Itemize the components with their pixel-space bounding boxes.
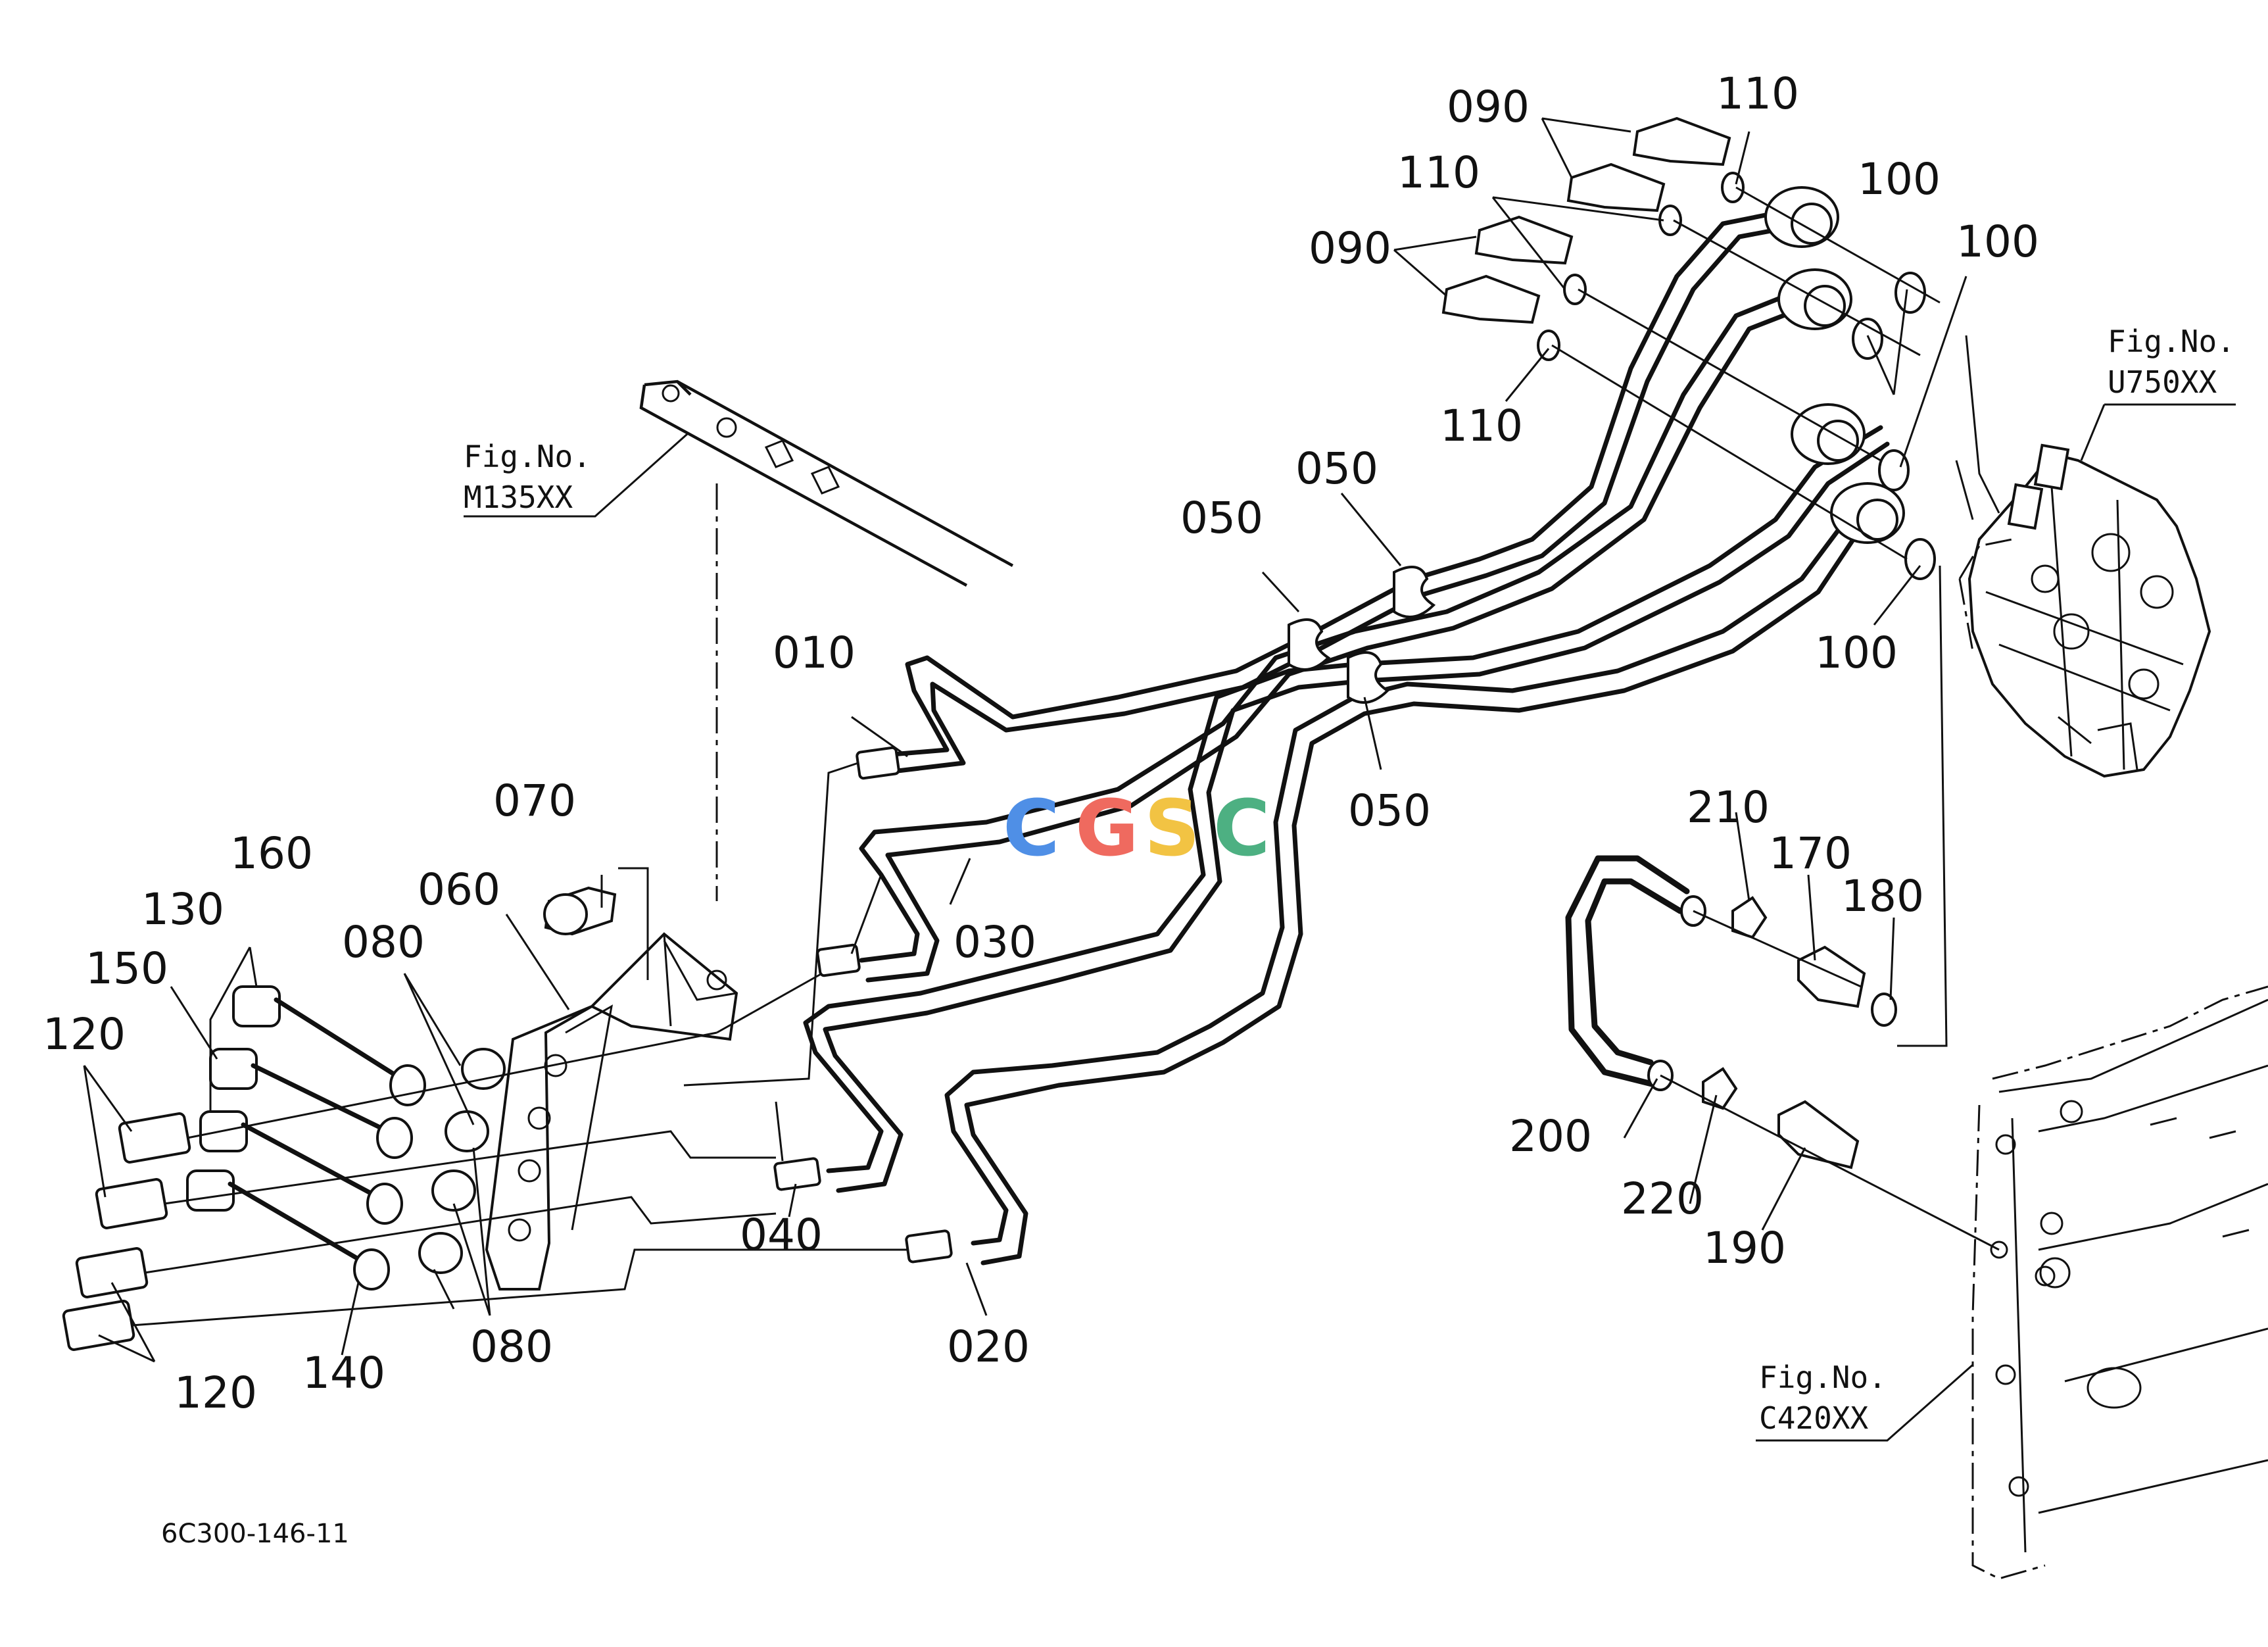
callout-100c: 100 (1815, 627, 1898, 678)
couplers-and-covers (62, 762, 907, 1351)
fig-ref-leaders (464, 403, 2236, 1442)
callout-080b: 080 (470, 1321, 553, 1372)
watermark: C G S C (1003, 783, 1270, 873)
figure-references: Fig.No. M135XX Fig.No. U750XX Fig.No. C4… (464, 324, 2235, 1436)
drain-hose (1565, 855, 2000, 1251)
callout-170: 170 (1769, 828, 1852, 879)
transmission-case (1971, 985, 2268, 1580)
banjo-bolts (1441, 116, 1731, 324)
bolt-070 (543, 867, 649, 980)
callout-120a: 120 (43, 1009, 126, 1060)
callout-140: 140 (302, 1348, 385, 1398)
fig-ref-title-c420: Fig.No. (1759, 1360, 1887, 1395)
callout-010: 010 (773, 627, 856, 678)
callout-110a: 110 (1716, 68, 1799, 119)
fig-ref-code-m135: M135XX (464, 479, 573, 515)
callout-050c: 050 (1348, 785, 1431, 836)
callout-210: 210 (1687, 782, 1770, 833)
callout-100a: 100 (1858, 154, 1941, 205)
watermark-letter-1: C (1003, 783, 1060, 873)
callout-100b: 100 (1956, 216, 2039, 267)
callout-110b: 110 (1397, 147, 1480, 198)
callout-110c: 110 (1440, 401, 1523, 451)
callout-labels: 010 020 030 040 050 050 050 060 070 080 … (43, 68, 2039, 1418)
callout-220: 220 (1621, 1173, 1704, 1224)
callout-150: 150 (85, 943, 168, 994)
pipe-clamps (1288, 566, 1436, 704)
callout-090a: 090 (1447, 82, 1530, 132)
watermark-letter-3: S (1144, 783, 1200, 873)
callout-120b: 120 (174, 1367, 257, 1418)
callout-050a: 050 (1180, 493, 1263, 543)
bolt-centerlines (1551, 186, 2000, 1047)
fig-ref-code-u750: U750XX (2108, 364, 2217, 400)
diagram-code: 6C300-146-11 (161, 1519, 349, 1549)
mounting-strip (639, 380, 1014, 901)
callout-180: 180 (1841, 871, 1924, 922)
leader-lines (83, 117, 1967, 1363)
o-rings (1537, 172, 1936, 1027)
hydraulic-pipes (803, 208, 1890, 1266)
control-valve (1958, 443, 2211, 778)
callout-050b: 050 (1295, 443, 1378, 494)
callout-020: 020 (947, 1321, 1030, 1372)
callout-080a: 080 (342, 917, 425, 968)
fig-ref-title-u750: Fig.No. (2108, 324, 2235, 359)
callout-060: 060 (418, 864, 500, 915)
callout-200: 200 (1509, 1111, 1592, 1162)
callout-030: 030 (953, 917, 1036, 968)
callout-040: 040 (740, 1210, 823, 1260)
callout-130: 130 (141, 884, 224, 935)
callout-090b: 090 (1309, 223, 1391, 274)
callout-070: 070 (493, 775, 576, 826)
fig-ref-title-m135: Fig.No. (464, 439, 591, 474)
callout-160: 160 (230, 828, 313, 879)
bracket-060 (485, 932, 738, 1291)
watermark-letter-2: G (1075, 783, 1139, 873)
callout-190: 190 (1703, 1223, 1786, 1273)
pipe-banjo-eyes (1764, 186, 1905, 544)
fig-ref-code-c420: C420XX (1759, 1400, 1868, 1436)
watermark-letter-4: C (1213, 783, 1270, 873)
pipe-end-nuts (773, 746, 953, 1264)
